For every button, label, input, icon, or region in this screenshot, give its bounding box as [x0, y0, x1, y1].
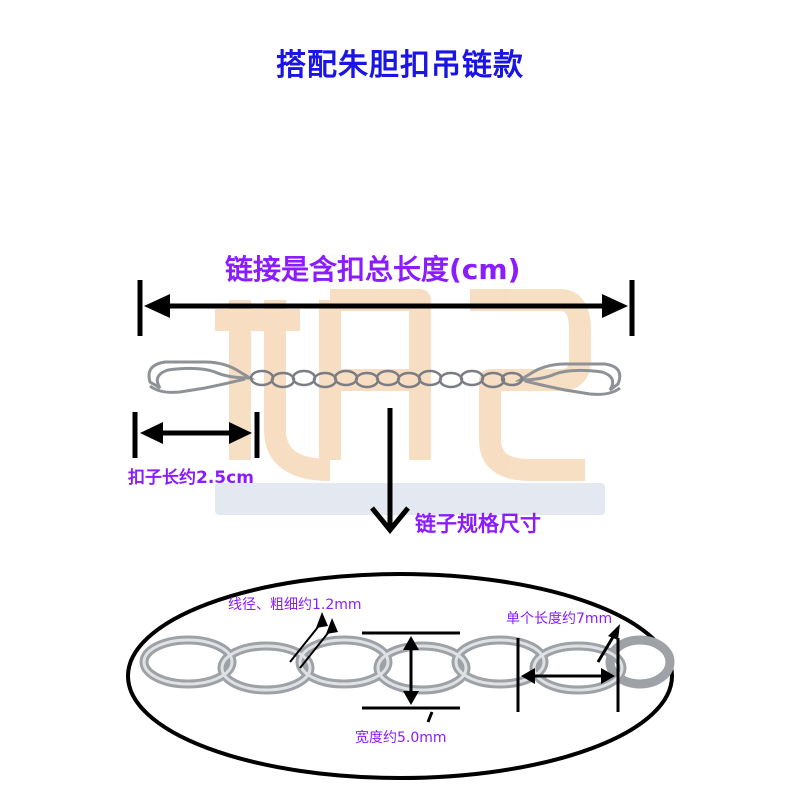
total-length-arrow: [137, 280, 635, 336]
wire-diameter-label: 线径、粗细约1.2mm: [228, 597, 362, 613]
clasp-length-arrow: [132, 412, 260, 458]
wire-diameter-arrow: [289, 612, 338, 669]
clasp-length-label: 扣子长约2.5cm: [128, 468, 254, 488]
chain-with-clasps: [147, 360, 622, 396]
page-title: 搭配朱胆扣吊链款: [276, 48, 524, 83]
link-length-arrow: [516, 624, 620, 712]
link-width-arrow: [362, 631, 460, 723]
chain-spec-label: 链子规格尺寸: [415, 512, 541, 536]
link-width-label: 宽度约5.0mm: [355, 730, 447, 746]
total-length-label: 链接是含扣总长度(cm): [225, 253, 521, 286]
magnified-chain: [139, 635, 675, 695]
magnified-view-frame: [126, 572, 674, 780]
down-pointer-arrow: [370, 408, 410, 534]
link-length-label: 单个长度约7mm: [506, 611, 613, 627]
